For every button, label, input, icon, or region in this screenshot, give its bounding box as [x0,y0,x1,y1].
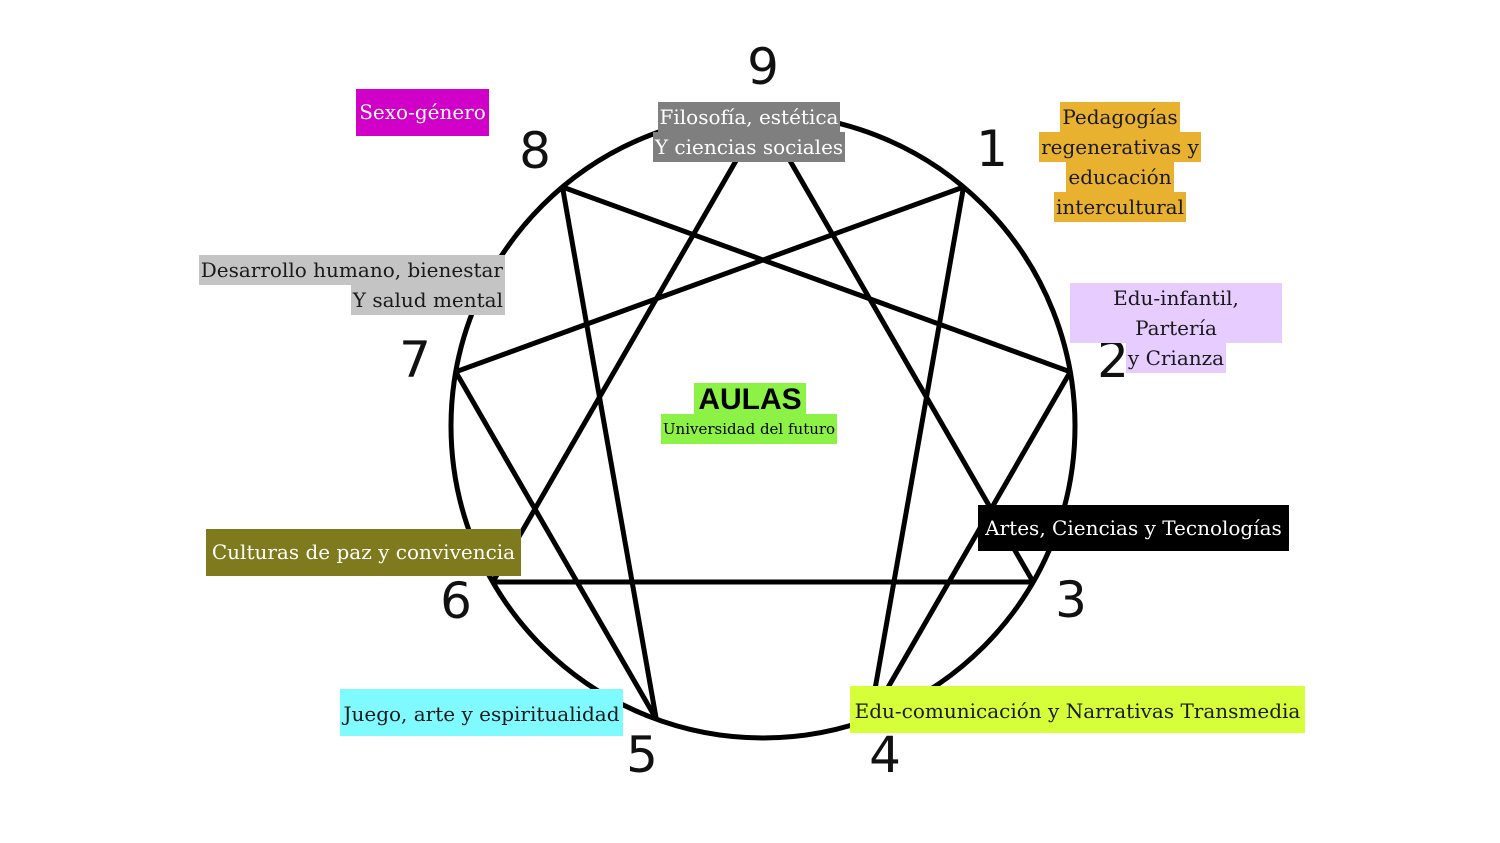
label-line: regenerativas y [1036,132,1204,162]
point-number-4: 4 [869,726,901,784]
label-text: intercultural [1054,192,1186,222]
label-text: Pedagogías [1060,102,1180,132]
point-number-2: 2 [1097,331,1129,389]
label-line: y Crianza [1070,343,1282,373]
label-text: Edu-infantil, Partería [1070,283,1282,343]
label-text: y Crianza [1125,343,1227,373]
label-artes: Artes, Ciencias y Tecnologías [978,505,1289,551]
connection-line-7-1 [454,184,965,375]
enneagram-lines [453,112,1073,721]
connection-line-1-4 [867,186,967,720]
label-text: Culturas de paz y convivencia [211,540,516,564]
label-sexo-genero: Sexo-género [356,89,489,136]
connection-line-2-8 [561,184,1072,375]
point-number-9: 9 [747,38,779,96]
label-text: Edu-comunicación y Narrativas Transmedia [854,699,1301,723]
point-number-7: 7 [399,331,431,389]
label-line: educación [1036,162,1204,192]
label-text: educación [1066,162,1174,192]
label-line: Filosofía, estética [648,102,850,132]
label-text: Filosofía, estética [657,102,841,132]
label-line: Y salud mental [197,285,505,315]
label-text: Artes, Ciencias y Tecnologías [985,516,1282,540]
label-text: Y ciencias sociales [652,132,846,162]
connection-line-6-9 [490,112,766,584]
label-line: Culturas de paz y convivencia [206,529,521,576]
label-text: Desarrollo humano, bienestar [198,255,505,285]
label-line: Y ciencias sociales [648,132,850,162]
label-juego: Juego, arte y espiritualidad [340,689,623,736]
connection-line-9-3 [760,112,1036,584]
label-line: Edu-infantil, Partería [1070,283,1282,343]
label-line: Pedagogías [1036,102,1204,132]
label-line: Juego, arte y espiritualidad [340,689,623,739]
label-educom: Edu-comunicación y Narrativas Transmedia [850,686,1305,733]
point-number-3: 3 [1055,571,1087,629]
label-line: Desarrollo humano, bienestar [197,255,505,285]
label-text: Sexo-género [359,100,486,124]
label-text: regenerativas y [1039,132,1201,162]
label-line: Edu-comunicación y Narrativas Transmedia [850,686,1305,736]
label-culturas: Culturas de paz y convivencia [206,529,521,576]
connection-line-5-7 [453,370,659,721]
point-number-8: 8 [519,122,551,180]
label-text: Juego, arte y espiritualidad [343,702,620,726]
label-line: Sexo-género [356,89,489,136]
center-title-text: AULAS [694,383,806,416]
connection-line-4-2 [867,370,1073,721]
label-line: intercultural [1036,192,1204,222]
label-text: Y salud mental [350,285,505,315]
center-subtitle: Universidad del futuro [661,414,837,444]
center-title: AULAS [680,383,820,417]
point-number-6: 6 [440,572,472,630]
connection-line-8-5 [559,186,659,720]
label-line: Artes, Ciencias y Tecnologías [978,505,1289,551]
point-number-5: 5 [626,726,658,784]
point-number-1: 1 [976,120,1008,178]
